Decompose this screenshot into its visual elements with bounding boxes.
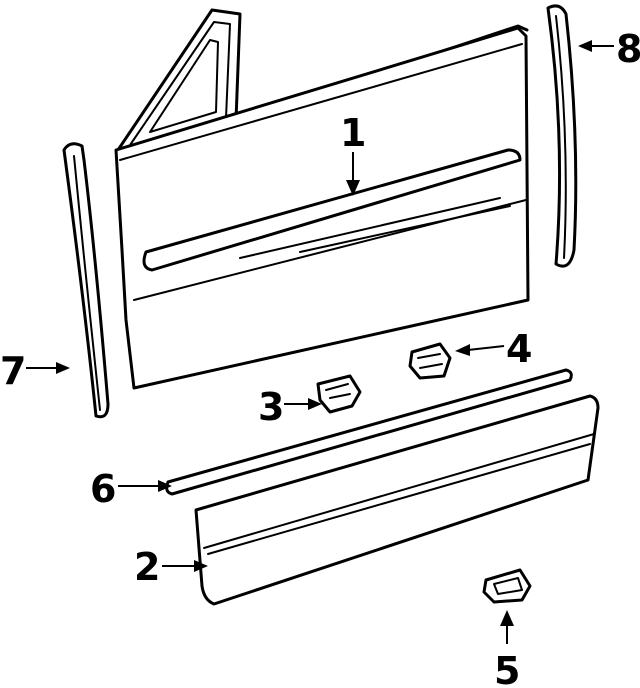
- leader-arrows: [26, 40, 614, 644]
- clip-part-3: [316, 374, 362, 414]
- callout-1: 1: [340, 111, 366, 155]
- callout-6: 6: [90, 467, 116, 511]
- door-shell: [114, 8, 530, 390]
- callout-3: 3: [258, 385, 284, 429]
- clip-part-4: [408, 342, 452, 380]
- callout-5: 5: [494, 649, 520, 688]
- body-side-molding: [194, 394, 600, 606]
- weatherstrip-right: [546, 4, 578, 268]
- clip-part-5: [482, 568, 532, 604]
- callout-2: 2: [134, 545, 160, 589]
- callout-8: 8: [616, 27, 640, 71]
- callout-4: 4: [506, 327, 532, 371]
- callout-7: 7: [0, 349, 26, 393]
